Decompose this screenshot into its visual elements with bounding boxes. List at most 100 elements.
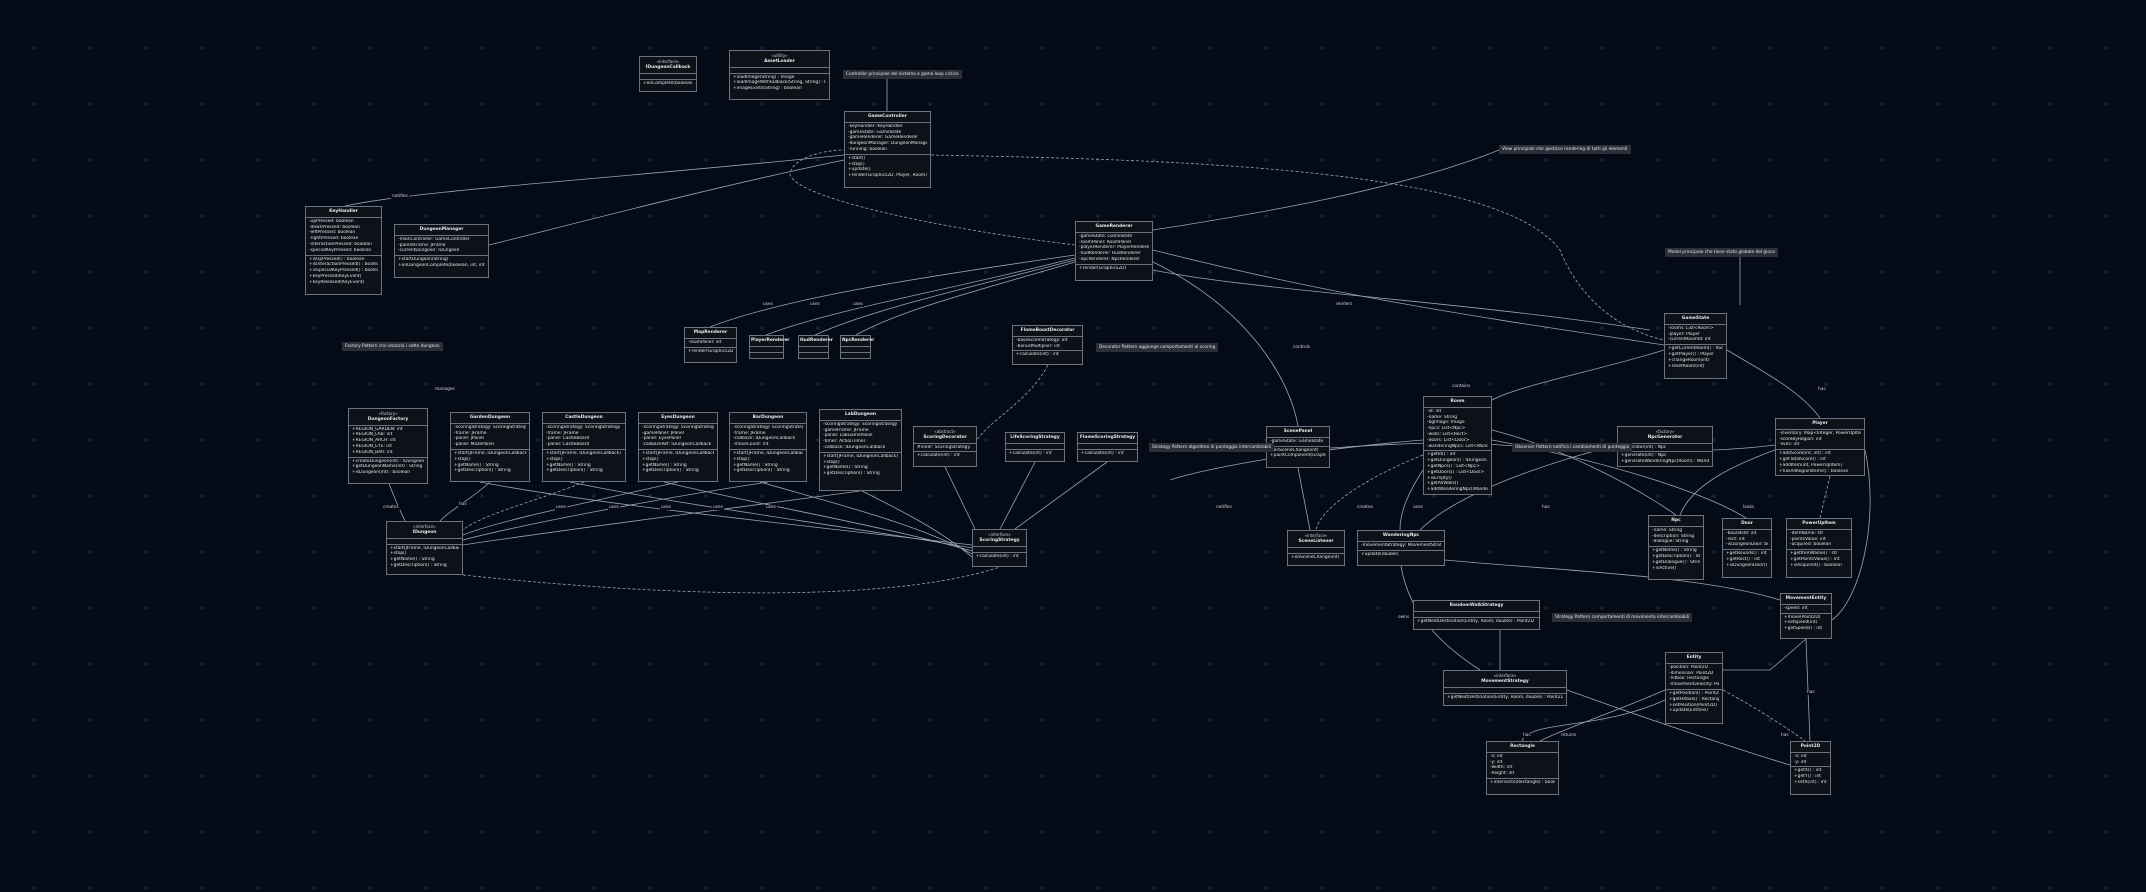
class-box-scene-listener[interactable]: «interface»SceneListener+onSceneChange(i… [1287,530,1345,566]
method-line: +setSpeed(int) [1784,620,1818,626]
attribute-line: -gameFrame: JFrame [823,427,869,433]
attribute-line: -boundsId: int [1726,530,1757,536]
attribute-line: -hitbox: Rectangle [1669,676,1709,682]
class-box-rectangle[interactable]: Rectangle-x: int-y: int-width: int-heigh… [1486,741,1559,795]
class-box-flame-scoring-strategy[interactable]: FlameScoringStrategy+calculate(int) : in… [1077,432,1138,462]
note-model: Model principale che tiene stato globale… [1665,248,1778,257]
class-box-game-renderer[interactable]: GameRenderer-gameState: GameState-roomPa… [1075,221,1153,281]
class-box-movement-strategy[interactable]: «interface»MovementStrategy+getNextDesti… [1443,670,1567,706]
class-stereotype: «interface» [1493,673,1517,678]
class-name: ScenePanel [1283,429,1313,434]
method-line: +calculate(int) : int [976,553,1019,559]
method-line: +loadImage(String) : Image [733,74,795,80]
class-box-eyes-dungeon[interactable]: EyesDungeon-scoringStrategy: ScoringStra… [638,412,718,482]
class-box-npc-generator[interactable]: «factory»NpcGenerator-generator(int) : N… [1617,426,1713,467]
method-line: +stop() [848,161,865,167]
class-name: NpcGenerator [1647,434,1683,440]
class-box-game-state[interactable]: GameState-rooms: List<Room>-player: Play… [1664,313,1727,379]
method-line: +onSceneChange(int) [1291,554,1340,560]
class-box-room[interactable]: Room-id: int-name: String-bgImage: Image… [1423,396,1492,495]
class-box-castle-dungeon[interactable]: CastleDungeon-scoringStrategy: ScoringSt… [542,412,626,482]
class-box-hud-renderer[interactable]: HudRenderer [798,335,833,359]
class-header: GameRenderer [1076,222,1152,233]
class-box-npc-renderer[interactable]: NpcRenderer [840,335,874,359]
class-methods [799,353,828,358]
class-methods: +createDungeon(int) : IDungeon+getDungeo… [349,458,427,477]
class-box-life-scoring-strategy[interactable]: LifeScoringStrategy+calculate(int) : int [1005,432,1065,462]
class-header: Player [1776,419,1864,430]
class-header: Room [1424,397,1491,408]
method-line: +setPosition(Point2D) [1669,702,1717,708]
class-stereotype: «interface» [413,524,436,529]
class-box-scoring-decorator[interactable]: «abstract»ScoringDecorator#inner: Scorin… [913,426,977,467]
class-attributes [640,74,696,80]
class-box-player[interactable]: Player-inventory: Map<Integer, PowerUpIt… [1775,418,1865,477]
class-attributes: -generator(int) : Npc [1618,444,1712,453]
class-box-idungeon[interactable]: «interface»IDungeon+start(JFrame, IDunge… [386,521,463,575]
class-box-door[interactable]: Door-boundsId: int-rect: int-isDungeonDo… [1722,518,1772,578]
attribute-line: -scoreByRegion: int [1779,436,1822,442]
method-line: +generate(int) : Npc [1621,453,1667,459]
class-methods: +getNextDestination(Entity, Room, double… [1414,618,1539,626]
class-box-movement-entity[interactable]: MovementEntity-speed: int+move(Point2D)+… [1780,593,1832,639]
class-box-power-up-item[interactable]: PowerUpItem-itemName: str-pointsValue: i… [1786,518,1852,578]
method-line: +keyPressed(KeyEvent) [309,273,362,279]
class-box-scoring-strategy[interactable]: «interface»ScoringStrategy+calculate(int… [972,529,1027,567]
class-box-scene-panel[interactable]: ScenePanel-gameState: GameState+onSceneC… [1266,426,1330,468]
method-line: +getDescription() : String [454,468,511,474]
attribute-line: -movementStrategy: MovementStrategy [1361,542,1441,548]
method-line: +start(JFrame, IDungeonCallback) [823,453,898,459]
class-box-asset-loader[interactable]: «utility»AssetLoader+loadImage(String) :… [729,50,830,100]
edge-label: creates [382,505,400,510]
attribute-line: -id: int [1427,408,1442,414]
class-box-point2d[interactable]: Point2D-x: int-y: int+getX() : int+getY(… [1790,741,1831,795]
class-name: CastleDungeon [565,415,603,420]
class-box-entity[interactable]: Entity-position: Point2D-dimension: Poin… [1665,652,1723,724]
class-box-bar-dungeon[interactable]: BarDungeon-scoringStrategy: ScoringStrat… [729,412,807,482]
method-line: +update(Entities) [1669,708,1709,714]
class-box-wandering-npc[interactable]: WanderingNpc-movementStrategy: MovementS… [1357,530,1445,566]
class-box-game-controller[interactable]: GameController-keyHandler: KeyHandler-ga… [844,111,931,188]
class-box-player-renderer[interactable]: PlayerRenderer [749,335,789,359]
class-box-dungeon-manager[interactable]: DungeonManager-mainController: GameContr… [394,224,489,278]
class-header: «factory»NpcGenerator [1618,427,1712,444]
class-box-random-walk-strategy[interactable]: RandomWalkStrategy+getNextDestination(En… [1413,600,1540,630]
class-attributes: +REGION_GARDEN: int+REGION_LAB: int+REGI… [349,426,427,458]
class-box-idungeon-callback[interactable]: «interface»IDungeonCallback+onComplete(b… [639,56,697,92]
note-factory: Factory Pattern che istanzia i sette dun… [342,342,443,351]
method-line: +getNextDestination(Entity, Room, double… [1447,694,1563,700]
attribute-line: -specialKeyPressed: boolean [309,247,372,253]
edge-label: has [1780,733,1790,738]
relationship-line [930,154,1665,341]
class-methods: +onSceneChange(int) [1288,554,1344,562]
class-box-dungeon-factory[interactable]: «factory»DungeonFactory+REGION_GARDEN: i… [348,408,428,484]
class-name: KeyHandler [329,209,358,214]
edge-label: renders [1335,302,1354,307]
edge-label: creates [1356,505,1374,510]
class-attributes [1006,444,1064,450]
attribute-line: -rooms: List<Room> [1668,325,1714,331]
class-attributes: -speed: int [1781,605,1831,614]
method-line: +getDescription() : String [1652,553,1700,559]
attribute-line: -scoringStrategy: ScoringStrategy [823,421,898,427]
class-attributes [1078,444,1137,450]
class-box-flame-boost-decorator[interactable]: FlameBoostDecorator-baseScoreStrategy: i… [1012,325,1083,365]
edge-label: looks [1742,505,1756,510]
relationship-line [1315,454,1424,531]
class-box-garden-dungeon[interactable]: GardenDungeon-scoringStrategy: ScoringSt… [450,412,530,482]
class-methods [750,353,783,358]
class-box-lab-dungeon[interactable]: LabDungeon -scoringStrategy: ScoringStrat… [819,409,902,491]
method-line: +stop() [390,551,407,557]
class-name: LabDungeon [844,412,877,417]
attribute-line: -dungeonManager: DungeonManager [848,141,927,147]
class-methods: +update(double) [1358,551,1444,559]
attribute-line: +REGION_BAR: int [352,449,393,455]
relationship-line [1399,469,1424,531]
method-line: +createDungeon(int) : IDungeon [352,458,424,464]
class-box-npc[interactable]: Npc-name: String-description: String-dia… [1648,515,1704,580]
class-name: MapRenderer [693,330,728,335]
method-line: +getTotalScore() : int [1779,456,1826,462]
class-header: «interface»IDungeon [387,522,462,539]
class-box-map-renderer[interactable]: MapRenderer-roomPanel: int+render(Graphi… [684,327,737,363]
class-box-key-handler[interactable]: KeyHandler-upPressed: boolean-downPresse… [305,206,382,295]
